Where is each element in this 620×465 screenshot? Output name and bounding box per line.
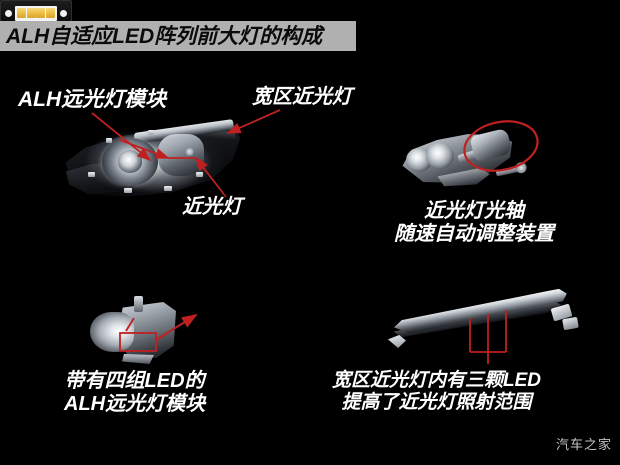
page-title-bar: ALH自适应LED阵列前大灯的构成 [0, 21, 356, 51]
alh-module-photo [88, 296, 196, 366]
callout-alh-high-beam-module: ALH远光灯模块 [18, 88, 166, 112]
actuator-adjust-screw [496, 166, 521, 177]
page-title: ALH自适应LED阵列前大灯的构成 [0, 26, 322, 47]
site-watermark: 汽车之家 [556, 434, 612, 453]
led-chip [36, 8, 45, 18]
led-board-screw-hole [60, 10, 67, 17]
led-chip [46, 8, 55, 18]
callout-auto-leveling-device: 近光灯光轴 随速自动调整装置 [394, 200, 554, 246]
headlamp-mount-tab [124, 188, 132, 193]
wide-beam-lightbar-photo [388, 300, 584, 362]
callout-four-led-module: 带有四组LED的 ALH远光灯模块 [64, 370, 205, 416]
module-post [134, 296, 143, 312]
module-mount-foot [122, 354, 154, 364]
headlamp-mount-tab [196, 172, 203, 177]
led-board-pcb [15, 6, 57, 21]
headlamp-mount-tab [88, 172, 95, 177]
module-reflector-bowl [90, 312, 134, 352]
headlamp-mount-tab [106, 138, 112, 143]
leveling-actuator-photo [398, 122, 538, 198]
led-chip [17, 8, 26, 18]
headlamp-mount-tab [148, 130, 154, 135]
headlamp-mount-tab [164, 186, 172, 191]
callout-wide-area-low-beam: 宽区近光灯 [252, 86, 352, 109]
lightbar-left-tip [388, 335, 406, 348]
headlamp-reflector [158, 134, 204, 176]
led-chip [27, 8, 36, 18]
callout-three-led-wide-beam: 宽区近光灯内有三颗LED 提高了近光灯照射范围 [332, 370, 541, 414]
headlamp-projector-lens [102, 138, 158, 186]
lightbar-right-tab-lower [562, 317, 579, 330]
callout-low-beam: 近光灯 [182, 196, 242, 219]
headlamp-assembly-photo [62, 122, 240, 200]
actuator-lens-right [426, 143, 454, 169]
led-board-screw-hole [5, 10, 12, 17]
